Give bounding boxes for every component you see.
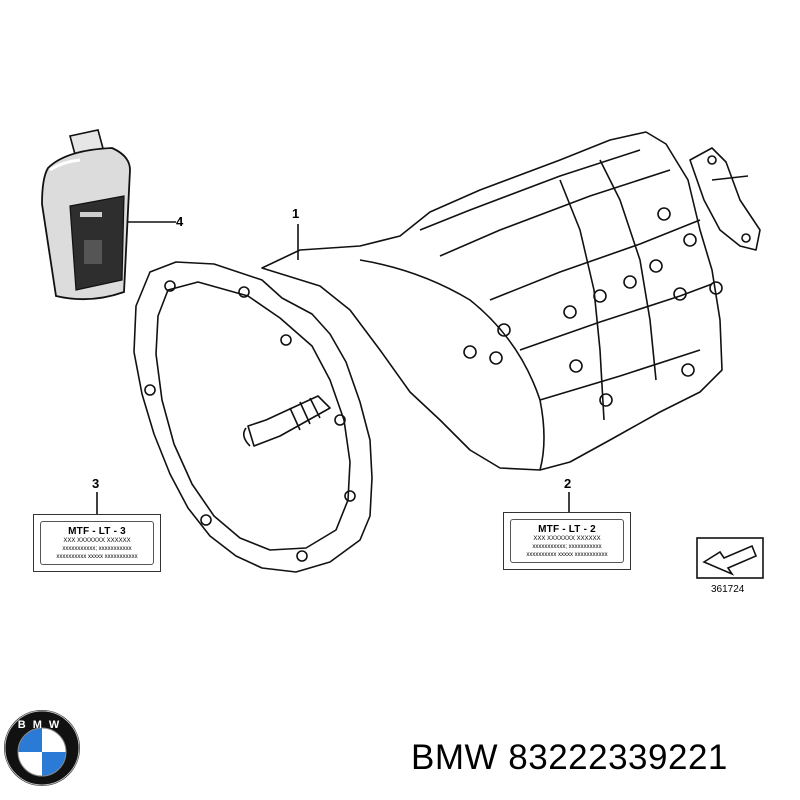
label-lt2-line3: xxxxxxxxxx xxxxx xxxxxxxxxxx — [526, 552, 608, 558]
callout-number-3: 3 — [92, 476, 100, 491]
callout-number-2: 2 — [564, 476, 572, 491]
label-card-lt2: MTF - LT - 2 XXX XXXXXXX XXXXXX xxxxxxxx… — [503, 512, 631, 570]
diagram-reference-number: 361724 — [711, 584, 745, 595]
reference-arrow-symbol — [696, 537, 764, 579]
label-lt3-title: MTF - LT - 3 — [68, 526, 126, 537]
label-lt2-line1: XXX XXXXXXX XXXXXX — [533, 536, 601, 542]
label-lt2-title: MTF - LT - 2 — [538, 524, 596, 535]
callout-number-4: 4 — [176, 214, 184, 229]
bmw-logo: BMW — [4, 710, 80, 786]
label-lt2-line2: xxxxxxxxxxx; xxxxxxxxxxx — [532, 544, 602, 550]
svg-text:BMW: BMW — [18, 719, 67, 731]
callout-number-1: 1 — [292, 206, 300, 221]
label-card-lt3: MTF - LT - 3 XXX XXXXXXX XXXXXX xxxxxxxx… — [33, 514, 161, 572]
label-lt3-line1: XXX XXXXXXX XXXXXX — [63, 538, 131, 544]
oil-bottle-illustration — [41, 129, 131, 301]
transmission-illustration — [133, 131, 761, 573]
label-lt3-line2: xxxxxxxxxxx; xxxxxxxxxxx — [62, 546, 132, 552]
part-number-caption: BMW 83222339221 — [411, 738, 728, 777]
label-lt3-line3: xxxxxxxxxx xxxxx xxxxxxxxxxx — [56, 554, 138, 560]
